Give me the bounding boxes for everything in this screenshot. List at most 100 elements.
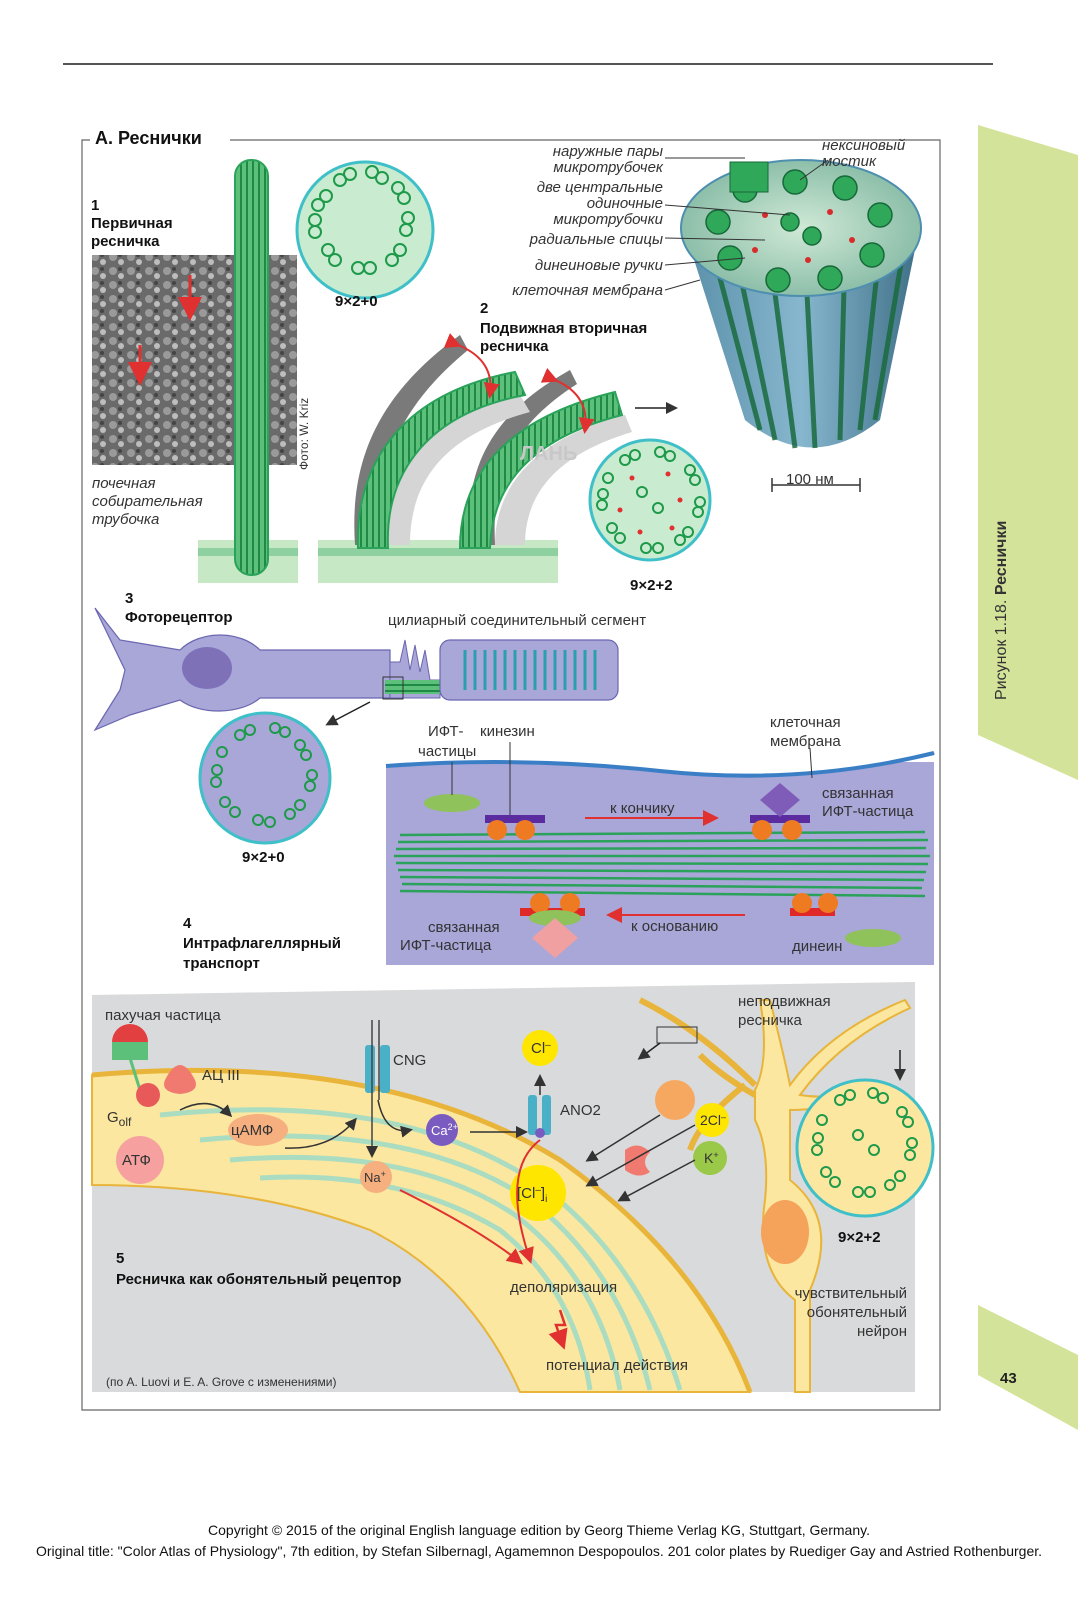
panel-1-title-line2: ресничка <box>91 233 160 250</box>
camp-molecule <box>228 1114 288 1146</box>
label-ac3: АЦ III <box>202 1067 240 1084</box>
panel-5-formula: 9×2+2 <box>838 1229 881 1246</box>
label-ano2: ANO2 <box>560 1102 601 1119</box>
panel-5-number: 5 <box>116 1250 124 1267</box>
page-number: 43 <box>1000 1370 1017 1387</box>
chloride-in-sup: – <box>535 1185 541 1196</box>
label-nexin-1: нексиновый <box>822 137 906 154</box>
label-immotile-1: неподвижная <box>738 993 831 1010</box>
cotransporter-ion <box>655 1080 695 1120</box>
label-outer-pairs-1: наружные пары <box>553 143 663 160</box>
panel-3-photoreceptor: 3 Фоторецептор цилиарный соединительный … <box>93 590 646 866</box>
copyright-footer: Copyright © 2015 of the original English… <box>0 1520 1078 1562</box>
side-tab-lower <box>978 1305 1078 1430</box>
label-bound-2: ИФТ-частица <box>822 803 914 820</box>
panel-3-title: Фоторецептор <box>125 609 233 626</box>
nucleus <box>182 647 232 689</box>
top-rule <box>63 63 993 65</box>
photoreceptor-cell-body <box>93 607 391 732</box>
label-central-3: микротрубочки <box>553 211 663 228</box>
panel-2-motile-cilium: 2 Подвижная вторичная ресничка ЛАНЬ <box>318 137 922 594</box>
label-sodium: Na+ <box>364 1169 386 1185</box>
panel-5-credit: (по A. Luovi и E. A. Grove с изменениями… <box>106 1375 336 1389</box>
label-two-chloride: 2Cl– <box>700 1112 726 1128</box>
two-chloride-ion <box>695 1103 729 1137</box>
chloride-in-tail: ] <box>541 1185 545 1202</box>
watermark: ЛАНЬ <box>520 443 577 465</box>
panel-3-formula: 9×2+0 <box>242 849 285 866</box>
label-cng: CNG <box>393 1052 426 1069</box>
figure-label: Рисунок 1.18. <box>993 599 1010 700</box>
label-potassium: K+ <box>704 1150 719 1166</box>
two-cl-main: 2Cl <box>700 1112 721 1128</box>
adenylyl-cyclase <box>164 1065 196 1094</box>
golf-sub: olf <box>119 1115 132 1129</box>
panel-1-number: 1 <box>91 197 99 214</box>
panel-3-number: 3 <box>125 590 133 607</box>
panel-1-caption-line2: собирательная <box>92 493 203 510</box>
sodium-main: Na <box>364 1170 381 1185</box>
potassium-main: K <box>704 1150 714 1166</box>
bound-ift-particle <box>760 783 800 817</box>
section-title: А. Реснички <box>95 128 202 148</box>
sodium-ion <box>360 1161 392 1193</box>
label-cell-membrane: клеточная мембрана <box>512 282 663 299</box>
outer-segment <box>439 639 619 701</box>
ift-particle <box>424 794 480 812</box>
label-bound-lower-1: связанная <box>428 919 500 936</box>
calcium-main: Ca <box>431 1123 448 1138</box>
panel-1-formula: 9×2+0 <box>335 293 378 310</box>
panel-4-number: 4 <box>183 915 192 932</box>
panel-1-caption-line1: почечная <box>92 475 156 492</box>
panel-4-ift: ИФТ- частицы кинезин клеточная мембрана … <box>183 714 935 972</box>
label-immotile-2: ресничка <box>738 1012 803 1029</box>
label-ift-2: частицы <box>418 743 476 760</box>
calcium-ion <box>426 1114 458 1146</box>
neuron-nucleus <box>761 1200 809 1264</box>
label-connecting-segment: цилиарный соединительный сегмент <box>388 612 646 629</box>
label-neuron-3: нейрон <box>857 1323 907 1340</box>
label-camp: цАМФ <box>231 1122 273 1139</box>
photoreceptor-cross-section <box>198 711 332 845</box>
label-to-tip: к кончику <box>610 800 675 817</box>
panel-1-primary-cilium: 1 Первичная ресничка Фото: W. Kriz почеч… <box>91 159 435 583</box>
figure-frame <box>81 139 941 1411</box>
figure-name: Реснички <box>993 520 1010 596</box>
label-chloride-out: Cl– <box>531 1040 551 1057</box>
label-dynein-arms: динеиновые ручки <box>535 257 664 274</box>
panel-2-formula: 9×2+2 <box>630 577 673 594</box>
chloride-out-main: Cl <box>531 1040 545 1057</box>
panel-2-number: 2 <box>480 300 488 317</box>
chloride-in-sub: i <box>545 1194 547 1205</box>
label-calcium: Ca2+ <box>431 1122 458 1138</box>
motile-cilium <box>356 370 527 549</box>
label-depolarization: деполяризация <box>510 1279 617 1296</box>
golf-main: G <box>107 1109 119 1126</box>
footer-line1: Copyright © 2015 of the original English… <box>208 1522 870 1538</box>
label-atp: АТФ <box>122 1152 151 1169</box>
bound-ift-particle-lower <box>532 918 578 958</box>
main-figure: А. Реснички 1 Первичная ресничка Фото: W… <box>81 128 941 1411</box>
label-bound-1: связанная <box>822 785 894 802</box>
figure-title: Рисунок 1.18. Реснички <box>993 521 1011 700</box>
sodium-sup: + <box>381 1169 386 1179</box>
chloride-out-sup: – <box>545 1040 551 1051</box>
primary-cilium-shaft <box>234 159 269 576</box>
chloride-in-main: [Cl <box>517 1185 535 1202</box>
label-central-2: одиночные <box>587 195 663 212</box>
photo-credit: Фото: W. Kriz <box>297 398 311 470</box>
panel-4-title-line1: Интрафлагеллярный <box>183 935 341 952</box>
label-outer-pairs-2: микротрубочек <box>553 159 664 176</box>
potassium-sup: + <box>713 1150 718 1160</box>
panel-5-title: Ресничка как обонятельный рецептор <box>116 1271 401 1288</box>
label-bound-lower-2: ИФТ-частица <box>400 937 492 954</box>
label-neuron-2: обонятельный <box>807 1304 907 1321</box>
panel-4-title-line2: транспорт <box>183 955 260 972</box>
label-to-base: к основанию <box>631 918 718 935</box>
ift-particle <box>845 929 901 947</box>
label-membrane-1: клеточная <box>770 714 841 731</box>
golf-protein <box>136 1083 160 1107</box>
panel-2-title-line1: Подвижная вторичная <box>480 320 647 337</box>
footer-line2: Original title: "Color Atlas of Physiolo… <box>35 1543 1043 1559</box>
potassium-ion <box>693 1141 727 1175</box>
